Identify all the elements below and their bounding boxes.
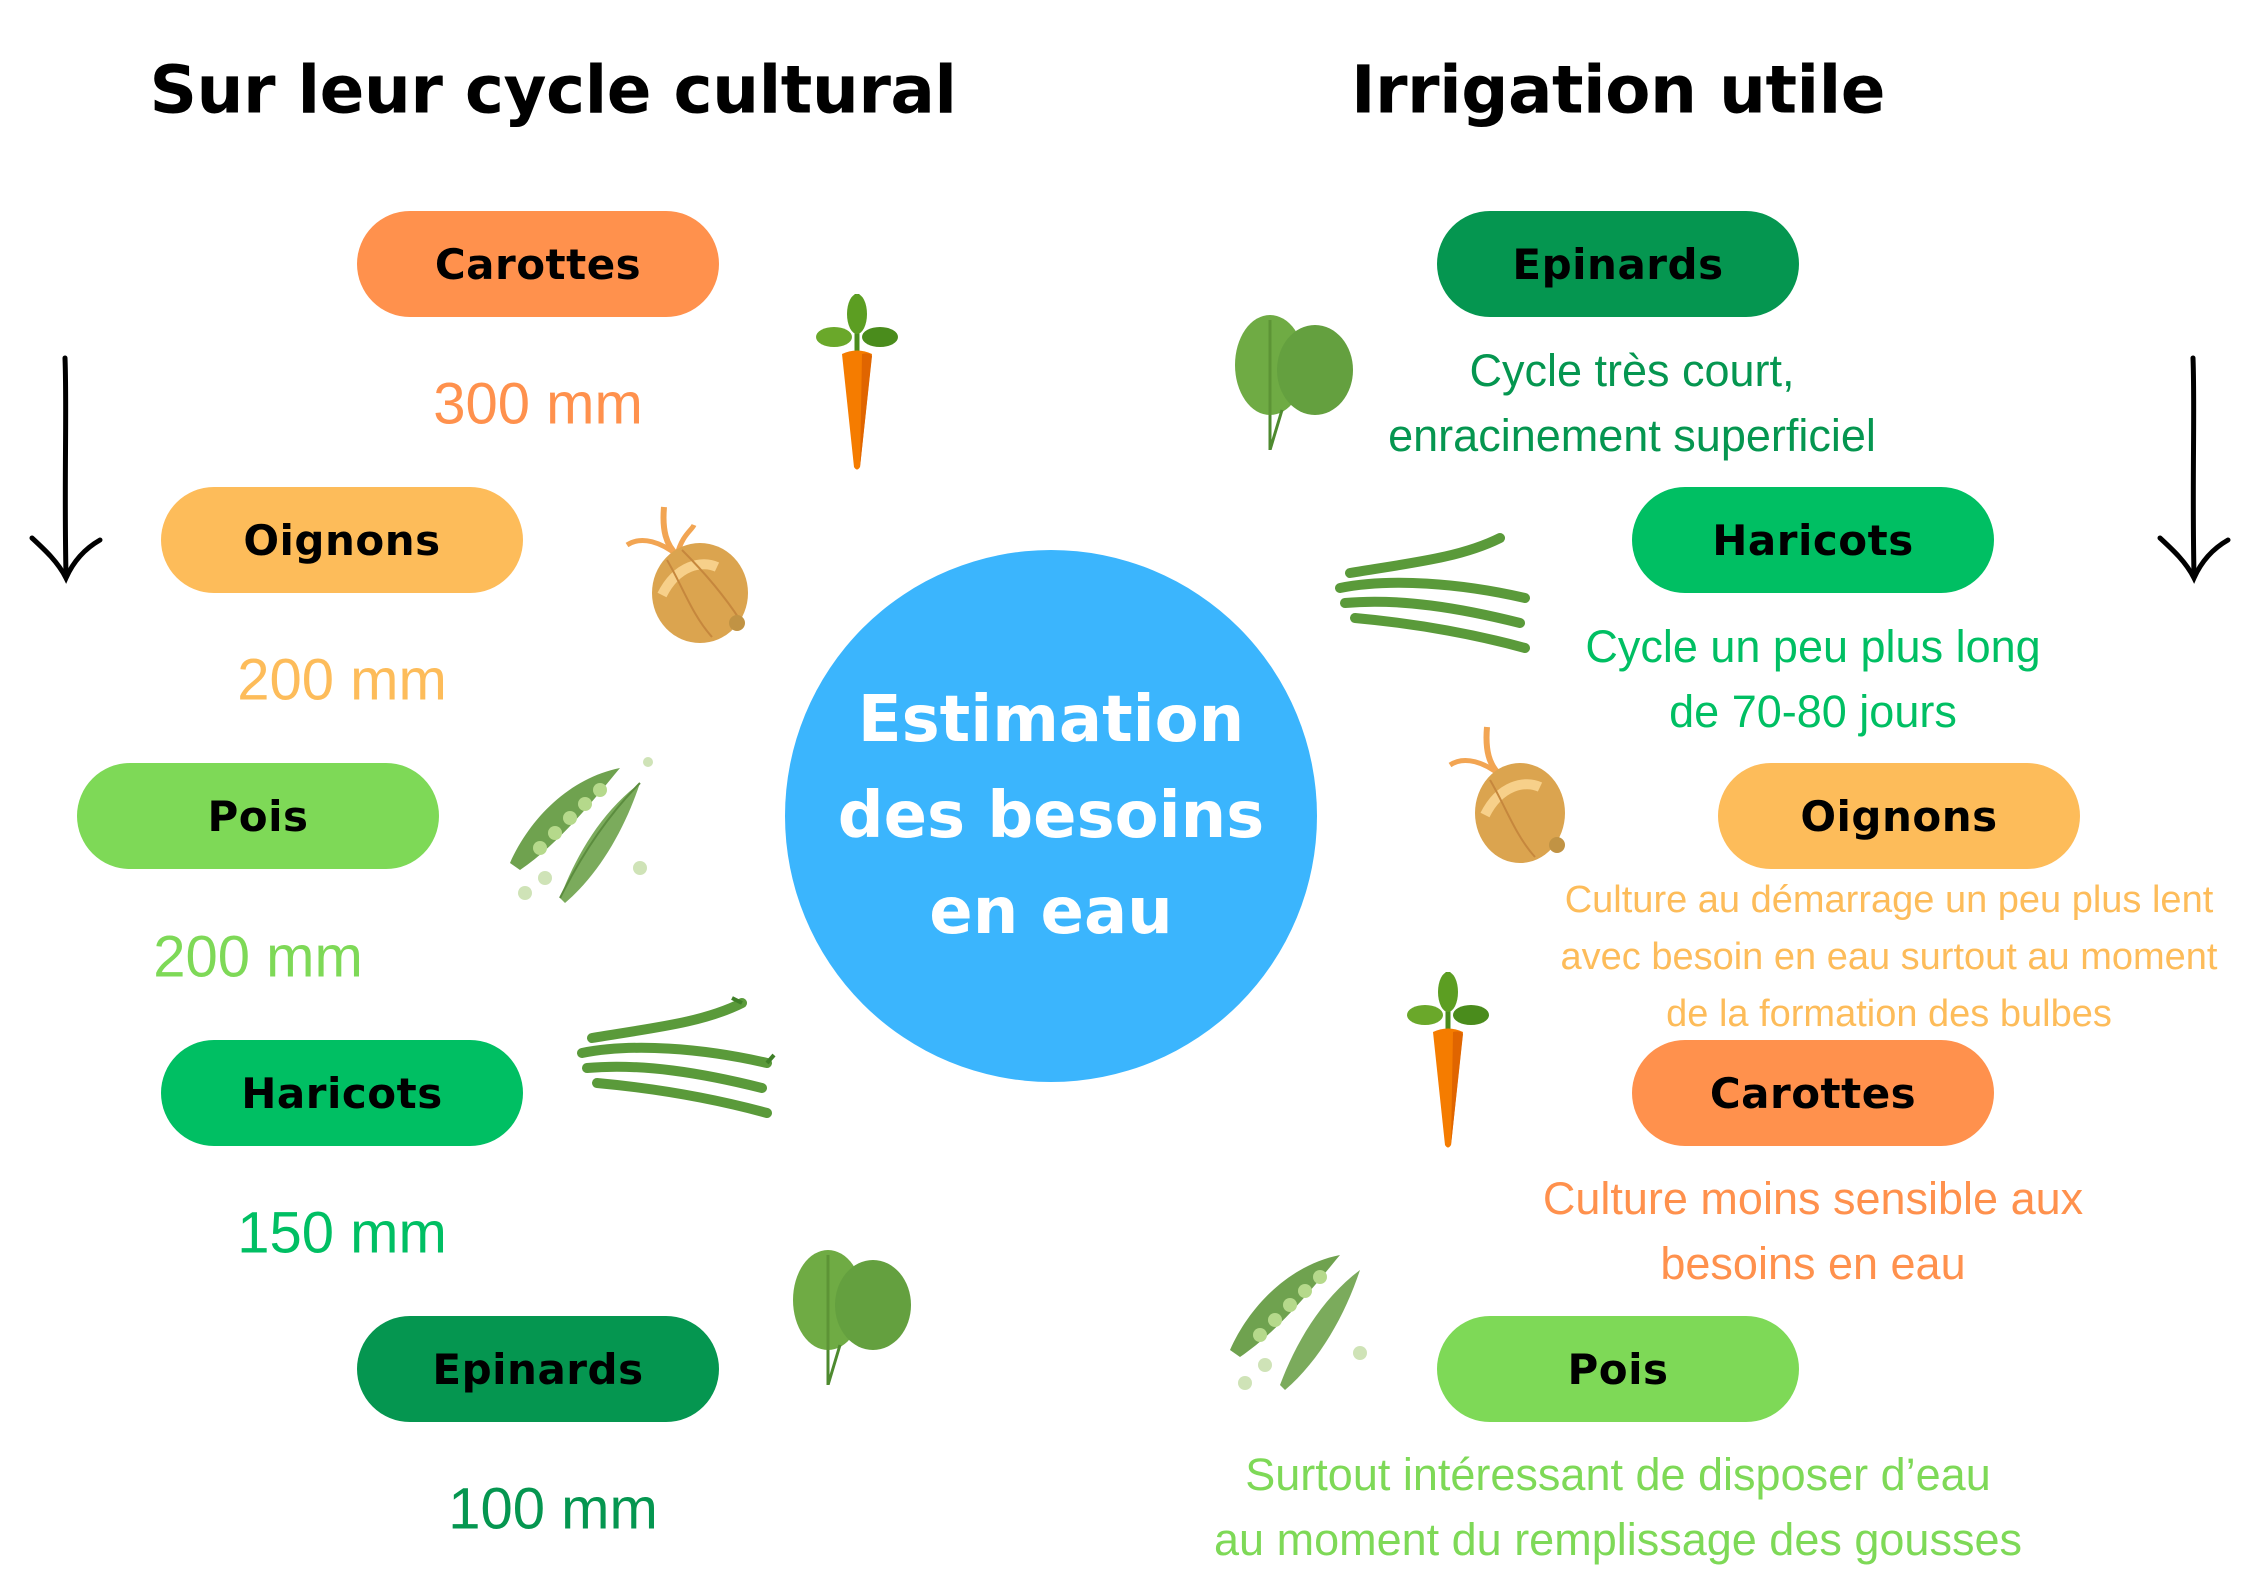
right-pill-pois: Pois: [1437, 1316, 1799, 1422]
left-value-carottes: 300 mm: [433, 371, 643, 437]
right-desc-oignons: Culture au démarrage un peu plus lent av…: [1560, 879, 2218, 1035]
right-title: Irrigation utile: [1350, 51, 1886, 129]
right-pill-carottes: Carottes: [1632, 1040, 1994, 1146]
spinach-icon: [1235, 315, 1353, 450]
left-pill-oignons: Oignons: [161, 487, 523, 593]
left-value-pois: 200 mm: [153, 924, 363, 990]
left-title: Sur leur cycle cultural: [149, 51, 957, 129]
down-arrow-icon: [2157, 355, 2231, 584]
pea-pod-icon: [510, 757, 653, 903]
carrot-icon: [1407, 972, 1489, 1148]
onion-icon: [1448, 726, 1565, 863]
center-line-2: des besoins: [837, 779, 1265, 853]
left-value-oignons: 200 mm: [237, 647, 447, 713]
carrot-icon: [816, 294, 898, 470]
left-value-epinards: 100 mm: [448, 1476, 658, 1542]
center-line-1: Estimation: [857, 683, 1245, 757]
spinach-icon: [793, 1250, 911, 1385]
left-pill-carottes: Carottes: [357, 211, 719, 317]
center-circle: Estimation des besoins en eau: [785, 550, 1317, 1082]
green-bean-icon: [577, 996, 776, 1118]
center-line-3: en eau: [929, 875, 1173, 949]
right-pill-epinards: Epinards: [1437, 211, 1799, 317]
right-pill-haricots: Haricots: [1632, 487, 1994, 593]
onion-icon: [625, 506, 748, 643]
left-value-haricots: 150 mm: [237, 1200, 447, 1266]
left-pill-epinards: Epinards: [357, 1316, 719, 1422]
left-pill-haricots: Haricots: [161, 1040, 523, 1146]
right-desc-pois: Surtout intéressant de disposer d’eau au…: [1214, 1449, 2022, 1566]
right-desc-epinards: Cycle très court, enracinement superfici…: [1388, 345, 1876, 462]
pea-pod-icon: [1230, 1255, 1367, 1390]
right-desc-haricots: Cycle un peu plus long de 70-80 jours: [1585, 621, 2041, 738]
right-pill-oignons: Oignons: [1718, 763, 2080, 869]
green-bean-icon: [1335, 533, 1530, 653]
left-pill-pois: Pois: [77, 763, 439, 869]
right-desc-carottes: Culture moins sensible aux besoins en ea…: [1542, 1173, 2084, 1290]
down-arrow-icon: [29, 355, 103, 584]
